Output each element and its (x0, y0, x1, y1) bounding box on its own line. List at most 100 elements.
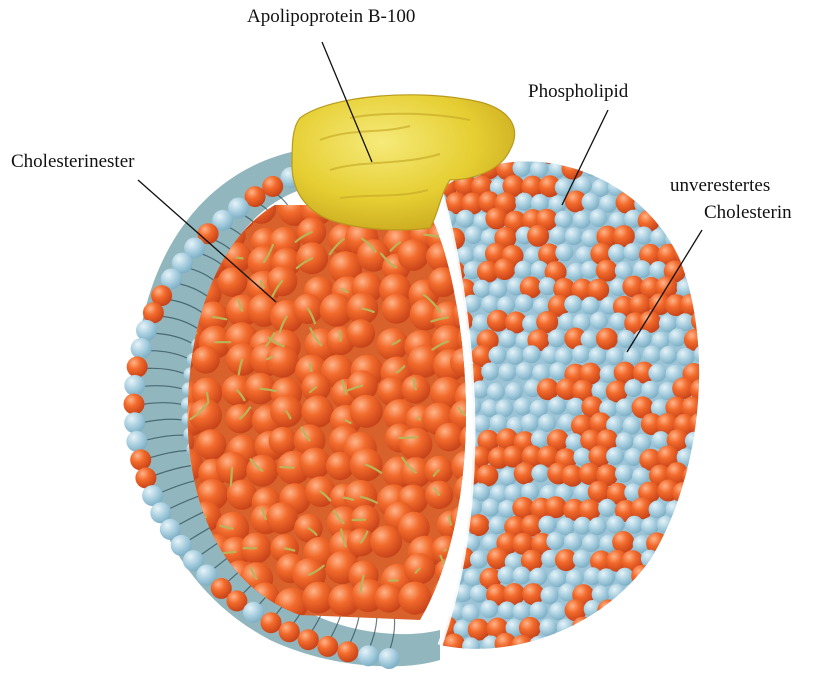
cholesterin-molecule (689, 583, 711, 605)
phospholipid-head (651, 126, 669, 144)
cholesterin-molecule (570, 143, 592, 165)
phospholipid-head (124, 412, 145, 433)
phospholipid-head (489, 516, 507, 534)
cholesterin-molecule (596, 260, 618, 282)
phospholipid-head (539, 619, 557, 637)
phospholipid-head (648, 364, 666, 382)
cholesterin-molecule (697, 259, 719, 281)
phospholipid-head (701, 534, 719, 552)
phospholipid-head (658, 586, 676, 604)
cholesterol-head (124, 394, 145, 415)
phospholipid-head (480, 600, 498, 618)
phospholipid-head (702, 297, 720, 315)
phospholipid-head (633, 158, 651, 176)
phospholipid-head (530, 602, 548, 620)
phospholipid-head (564, 295, 582, 313)
phospholipid-head (666, 501, 684, 519)
cholesterin-molecule (682, 600, 704, 622)
cholesterinester-molecule (347, 319, 376, 348)
phospholipid-head (699, 229, 717, 247)
phospholipid-head (606, 447, 624, 465)
phospholipid-head (243, 602, 264, 623)
phospholipid-head (649, 501, 667, 519)
cholesterinester-molecule (189, 399, 222, 432)
cholesterin-molecule (597, 599, 619, 621)
cholesterin-molecule (470, 652, 492, 674)
phospholipid-head (555, 141, 573, 159)
cholesterin-molecule (476, 465, 498, 487)
phospholipid-head (597, 635, 615, 653)
cholesterin-molecule (623, 650, 645, 672)
phospholipid-head (667, 127, 685, 145)
cholesterinester-molecule (435, 423, 464, 452)
cholesterol-head (298, 629, 319, 650)
phospholipid-head (505, 382, 523, 400)
cholesterin-molecule (561, 635, 583, 657)
cholesterin-molecule (579, 634, 601, 656)
phospholipid-head (541, 655, 559, 673)
phospholipid-head (455, 652, 473, 670)
phospholipid-head (666, 636, 684, 654)
phospholipid-head (607, 654, 625, 672)
phospholipid-head (513, 567, 531, 585)
cholesterin-molecule (511, 635, 533, 657)
phospholipid-head (615, 465, 633, 483)
phospholipid-head (623, 417, 641, 435)
phospholipid-head (676, 211, 694, 229)
phospholipid-head (498, 363, 516, 381)
cholesterin-molecule (664, 600, 686, 622)
phospholipid-head (598, 162, 616, 180)
phospholipid-head (608, 584, 626, 602)
phospholipid-head (659, 346, 677, 364)
cholesterol-head (262, 176, 283, 197)
label-cholesterin: Cholesterin (704, 202, 792, 224)
phospholipid-head (482, 499, 500, 517)
cholesterin-molecule (666, 534, 688, 556)
phospholipid-head (702, 570, 720, 588)
cholesterol-head (130, 449, 151, 470)
phospholipid-head (565, 227, 583, 245)
cholesterinester-molecule (300, 448, 331, 479)
phospholipid-head (548, 397, 566, 415)
cholesterin-molecule (630, 600, 652, 622)
cholesterin-molecule (582, 125, 604, 147)
phospholipid-head (548, 128, 566, 146)
fatty-acid-tail (207, 393, 208, 402)
phospholipid-head (657, 516, 675, 534)
fatty-acid-tail (340, 331, 341, 341)
fatty-acid-tail (399, 437, 416, 438)
phospholipid-head (631, 128, 649, 146)
phospholipid-head (676, 552, 694, 570)
cholesterin-molecule (701, 330, 723, 352)
cholesterin-molecule (689, 515, 711, 537)
fatty-acid-tail (310, 364, 312, 371)
phospholipid-head (676, 621, 694, 639)
phospholipid-head (582, 534, 600, 552)
phospholipid-head (598, 499, 616, 517)
cholesterinester-molecule (218, 267, 248, 297)
cholesterin-molecule (683, 567, 705, 589)
fatty-acid-tail (445, 550, 446, 551)
label-unverestertes: unverestertes (670, 175, 770, 197)
phospholipid-head (514, 398, 532, 416)
phospholipid-head (538, 516, 556, 534)
phospholipid-head (692, 447, 710, 465)
phospholipid-head (642, 179, 660, 197)
phospholipid-head (582, 193, 600, 211)
cholesterinester-molecule (399, 428, 432, 461)
cholesterin-molecule (485, 208, 507, 230)
label-apolipoprotein-b100: Apolipoprotein B-100 (247, 6, 415, 28)
cholesterin-molecule (672, 141, 694, 163)
phospholipid-head (462, 637, 480, 655)
phospholipid-head (529, 568, 547, 586)
phospholipid-head (557, 518, 575, 536)
phospholipid-head (675, 587, 693, 605)
fatty-acid-tail (231, 468, 232, 486)
phospholipid-head (592, 654, 610, 672)
phospholipid-head (516, 362, 534, 380)
phospholipid-head (131, 338, 152, 359)
cholesterinester-molecule (397, 239, 429, 271)
cholesterin-molecule (572, 617, 594, 639)
cholesterin-molecule (614, 158, 636, 180)
